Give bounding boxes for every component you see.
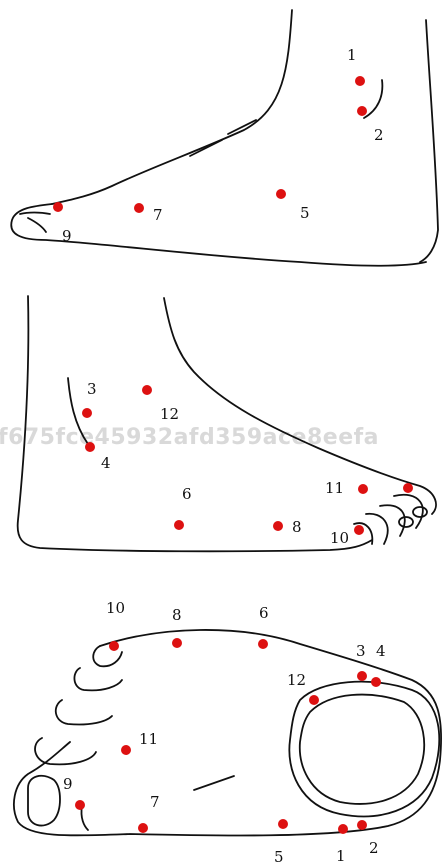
plantar-foot-view: 10 8 6 3 4 12 11 9 7 5 1 2 xyxy=(14,599,441,866)
label-2: 2 xyxy=(374,126,384,144)
point-8 xyxy=(172,638,182,648)
label-2: 2 xyxy=(369,839,379,857)
point-1 xyxy=(355,76,365,86)
point-9 xyxy=(53,202,63,212)
point-8 xyxy=(273,521,283,531)
point-7 xyxy=(134,203,144,213)
point-6 xyxy=(174,520,184,530)
label-10: 10 xyxy=(106,599,125,617)
label-12: 12 xyxy=(160,405,179,423)
label-12: 12 xyxy=(287,671,306,689)
point-2 xyxy=(357,106,367,116)
point-1 xyxy=(338,824,348,834)
label-7: 7 xyxy=(153,206,163,224)
point-12 xyxy=(309,695,319,705)
label-7: 7 xyxy=(150,793,160,811)
point-6 xyxy=(258,639,268,649)
point-3 xyxy=(82,408,92,418)
label-6: 6 xyxy=(259,604,269,622)
label-11: 11 xyxy=(139,730,158,748)
label-11: 11 xyxy=(325,479,344,497)
watermark-text: f675fce45932afd359ace8eefa xyxy=(0,425,379,450)
label-5: 5 xyxy=(274,848,284,866)
lateral-foot-labels: 3 4 12 6 8 11 10 xyxy=(87,380,349,547)
label-9: 9 xyxy=(62,227,72,245)
label-8: 8 xyxy=(292,518,302,536)
plantar-foot-points xyxy=(75,638,381,834)
lateral-foot-points xyxy=(82,385,413,535)
point-5 xyxy=(276,189,286,199)
label-1: 1 xyxy=(336,847,346,865)
label-1: 1 xyxy=(347,46,357,64)
medial-foot-labels: 1 2 5 7 9 xyxy=(62,46,384,245)
label-6: 6 xyxy=(182,485,192,503)
label-3: 3 xyxy=(87,380,97,398)
plantar-foot-labels: 10 8 6 3 4 12 11 9 7 5 1 2 xyxy=(63,599,386,866)
point-4 xyxy=(85,442,95,452)
point-2 xyxy=(357,820,367,830)
label-5: 5 xyxy=(300,204,310,222)
point-11 xyxy=(121,745,131,755)
lateral-foot-view: 3 4 12 6 8 11 10 xyxy=(18,296,436,551)
label-9: 9 xyxy=(63,775,73,793)
point-10-lateral xyxy=(354,525,364,535)
label-3: 3 xyxy=(356,642,366,660)
point-3 xyxy=(357,671,367,681)
label-4: 4 xyxy=(376,642,386,660)
label-8: 8 xyxy=(172,606,182,624)
point-11 xyxy=(358,484,368,494)
point-4 xyxy=(371,677,381,687)
point-12 xyxy=(142,385,152,395)
label-4: 4 xyxy=(101,454,111,472)
point-7 xyxy=(138,823,148,833)
medial-foot-view: 1 2 5 7 9 xyxy=(11,10,438,266)
point-9 xyxy=(75,800,85,810)
lateral-foot-outline xyxy=(18,296,436,551)
label-10: 10 xyxy=(330,529,349,547)
point-10 xyxy=(109,641,119,651)
point-unlabeled-toe xyxy=(403,483,413,493)
point-5 xyxy=(278,819,288,829)
